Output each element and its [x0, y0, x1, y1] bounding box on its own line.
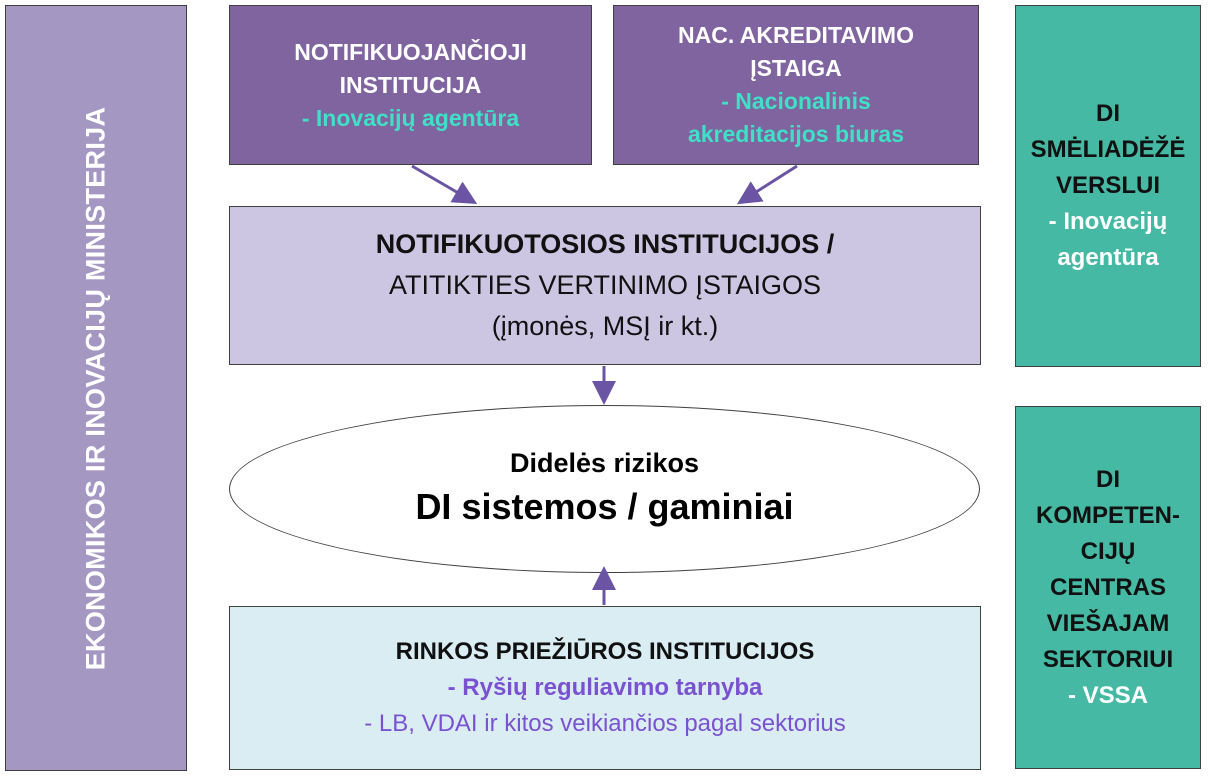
- ai-systems-line2: DI sistemos / gaminiai: [415, 486, 794, 527]
- market-line3: - LB, VDAI ir kitos veikiančios pagal se…: [364, 710, 846, 737]
- ai-competence-centre-box: DI KOMPETEN- CIJŲ CENTRAS VIEŠAJAM SEKTO…: [1015, 406, 1201, 769]
- ai-systems-line1: Didelės rizikos: [509, 448, 700, 478]
- accreditation-line4: akreditacijos biuras: [687, 121, 905, 147]
- sandbox-line1: DI: [1096, 100, 1120, 127]
- market-surveillance-box: RINKOS PRIEŽIŪROS INSTITUCIJOS - Ryšių r…: [229, 606, 981, 770]
- notified-line2: ATITIKTIES VERTINIMO ĮSTAIGOS: [388, 270, 822, 300]
- competence-line5: VIEŠAJAM: [1046, 609, 1170, 637]
- notifying-line1: NOTIFIKUOJANČIOJI: [294, 38, 527, 65]
- sandbox-line3: VERSLUI: [1055, 172, 1160, 199]
- accreditation-line2: ĮSTAIGA: [750, 55, 842, 81]
- sandbox-line4: - Inovacijų: [1048, 208, 1168, 235]
- competence-line7: - VSSA: [1067, 681, 1148, 709]
- accreditation-body-box: NAC. AKREDITAVIMO ĮSTAIGA - Nacionalinis…: [613, 5, 979, 165]
- notified-bodies-box: NOTIFIKUOTOSIOS INSTITUCIJOS / ATITIKTIE…: [229, 206, 981, 365]
- sandbox-line2: SMĖLIADĖŽĖ: [1030, 136, 1186, 163]
- competence-line3: CIJŲ: [1080, 537, 1136, 565]
- competence-line2: KOMPETEN-: [1036, 501, 1180, 529]
- notified-line1: NOTIFIKUOTOSIOS INSTITUCIJOS /: [375, 229, 835, 259]
- market-line1: RINKOS PRIEŽIŪROS INSTITUCIJOS: [395, 638, 815, 665]
- ministry-label: EKONOMIKOS IR INOVACIJŲ MINISTERIJA: [80, 106, 111, 670]
- arrow-notifying-to-notified: [411, 164, 478, 205]
- ai-systems-ellipse: Didelės rizikos DI sistemos / gaminiai: [229, 405, 980, 573]
- competence-line4: CENTRAS: [1049, 573, 1166, 601]
- competence-line1: DI: [1096, 465, 1120, 493]
- ministry-box: EKONOMIKOS IR INOVACIJŲ MINISTERIJA: [5, 5, 187, 771]
- ai-sandbox-box: DI SMĖLIADĖŽĖ VERSLUI - Inovacijų agentū…: [1015, 5, 1201, 367]
- market-line2: - Ryšių reguliavimo tarnyba: [447, 674, 763, 701]
- accreditation-line3: - Nacionalinis: [721, 88, 871, 114]
- notified-line3: (įmonės, MSĮ ir kt.): [491, 311, 719, 341]
- competence-line6: SEKTORIUI: [1042, 645, 1174, 673]
- arrow-accreditation-to-notified: [736, 164, 798, 205]
- notifying-line2: INSTITUCIJA: [339, 71, 482, 98]
- sandbox-line5: agentūra: [1057, 244, 1159, 271]
- notifying-authority-box: NOTIFIKUOJANČIOJI INSTITUCIJA - Inovacij…: [229, 5, 592, 165]
- notifying-agency: - Inovacijų agentūra: [301, 104, 520, 131]
- accreditation-line1: NAC. AKREDITAVIMO: [678, 22, 914, 48]
